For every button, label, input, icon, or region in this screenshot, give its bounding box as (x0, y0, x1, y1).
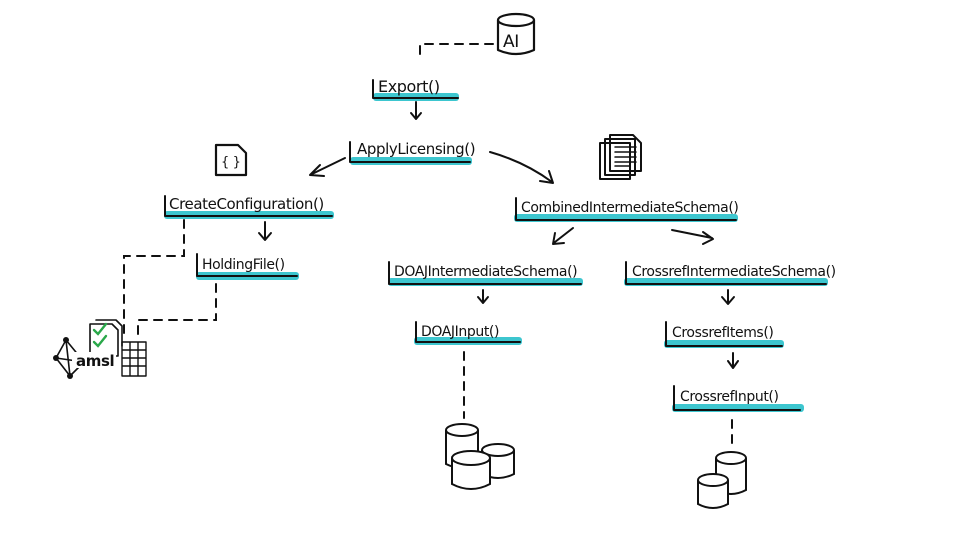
export-to-licensing-arrow (410, 101, 422, 120)
doaj-input-node: DOAJInput() (421, 324, 499, 340)
apply-licensing-node: ApplyLicensing() (357, 140, 475, 158)
export-underline (372, 79, 459, 99)
ai-label: AI (503, 32, 519, 52)
holding-file-node: HoldingFile() (202, 257, 285, 273)
doaj-input-underline (415, 321, 521, 343)
config-to-holding-arrow (258, 221, 272, 241)
crossref-items-node: CrossrefItems() (672, 325, 773, 341)
apply-licensing-underline (349, 141, 471, 163)
crossref-input-node: CrossrefInput() (680, 389, 779, 405)
crossref-input-underline (673, 385, 801, 411)
crossref-schema-node: CrossrefIntermediateSchema() (632, 264, 836, 280)
combined-schema-node: CombinedIntermediateSchema() (521, 200, 738, 216)
crossref-schema-to-items-arrow (721, 289, 735, 305)
create-configuration-underline (164, 195, 333, 217)
crossref-database-icon (697, 451, 747, 509)
doaj-schema-to-input-arrow (477, 289, 489, 304)
config-file-icon: { } (214, 143, 248, 177)
crossref-items-to-input-arrow (727, 352, 739, 369)
crossref-schema-underline (625, 261, 827, 285)
licensing-to-config-arrow (309, 157, 346, 177)
licensing-to-combined-arrow (489, 151, 554, 184)
combined-to-crossref-arrow (671, 229, 714, 245)
config-to-amsl-connector (123, 219, 185, 335)
doaj-schema-underline (388, 261, 582, 285)
ai-database-icon: AI (496, 12, 536, 56)
doaj-schema-node: DOAJIntermediateSchema() (394, 264, 577, 280)
ai-to-export-connector (419, 43, 494, 59)
combined-to-doaj-arrow (552, 227, 574, 245)
amsl-label: amsl (76, 352, 114, 370)
create-configuration-node: CreateConfiguration() (169, 195, 324, 213)
holding-to-amsl-connector (137, 283, 217, 335)
amsl-icon: amsl (53, 319, 147, 379)
documents-icon (599, 134, 642, 180)
combined-schema-underline (515, 197, 737, 221)
holding-file-underline (196, 253, 298, 277)
crossref-items-underline (665, 321, 783, 347)
export-node: Export() (378, 77, 440, 96)
doaj-database-icon (445, 423, 515, 490)
config-icon-braces: { } (221, 155, 240, 170)
